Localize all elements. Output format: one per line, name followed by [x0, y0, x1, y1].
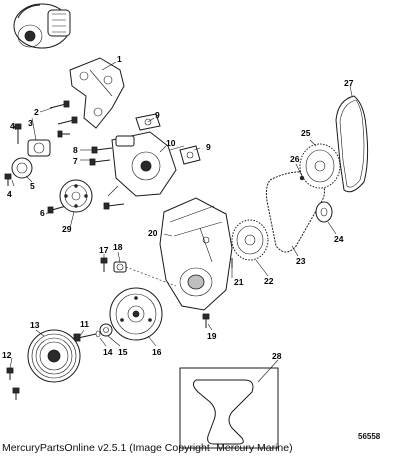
balancer-bolt-stack	[73, 323, 113, 342]
callout-26: 26	[290, 154, 300, 164]
harmonic-balancer	[109, 287, 163, 341]
pump-bolts	[47, 146, 125, 214]
timing-cover	[159, 197, 233, 311]
figure-number: 56558	[358, 432, 381, 441]
callout-20: 20	[148, 228, 158, 238]
callout-13: 13	[30, 320, 40, 330]
callout-10: 10	[166, 138, 176, 148]
callout-3: 3	[28, 118, 33, 128]
callout-19: 19	[207, 331, 217, 341]
copyright-caption: MercuryPartsOnline v2.5.1 (Image Copyrig…	[2, 442, 293, 454]
leader-lines	[9, 61, 353, 383]
bracket-bolts	[49, 100, 78, 125]
callout-24: 24	[334, 234, 344, 244]
small-pulley	[4, 157, 33, 186]
serpentine-belt-box	[179, 367, 279, 449]
callout-9: 9	[155, 110, 160, 120]
callout-29: 29	[62, 224, 72, 234]
callout-9-second: 9	[206, 142, 211, 152]
callout-12: 12	[2, 350, 12, 360]
callout-4: 4	[10, 121, 15, 131]
callout-27: 27	[344, 78, 354, 88]
callout-5: 5	[30, 181, 35, 191]
pump-assembly	[13, 3, 71, 49]
callout-1: 1	[117, 54, 122, 64]
crankshaft-sprocket	[315, 201, 333, 223]
gaskets	[135, 113, 201, 165]
callout-28: 28	[272, 351, 282, 361]
cam-gear	[299, 143, 341, 189]
callout-8: 8	[73, 145, 78, 155]
idler-pulley-assembly	[14, 123, 70, 157]
pulley-bolts	[6, 367, 20, 400]
callout-7: 7	[73, 156, 78, 166]
callout-22: 22	[264, 276, 274, 286]
callout-11: 11	[80, 319, 89, 329]
camshaft-sprocket	[231, 219, 269, 261]
callout-14: 14	[103, 347, 113, 357]
callout-17: 17	[99, 245, 109, 255]
callout-4-second: 4	[7, 189, 12, 199]
callout-16: 16	[152, 347, 162, 357]
callout-21: 21	[234, 277, 244, 287]
callout-23: 23	[296, 256, 306, 266]
callout-labels: 1 2 3 4 4 5 6 7 8 9 9 10 11 12 13 14 15 …	[2, 54, 354, 361]
sensor-and-pins	[100, 257, 233, 328]
callout-18: 18	[113, 242, 123, 252]
water-pump-pulley	[59, 179, 93, 213]
water-pump	[107, 131, 185, 197]
callout-6: 6	[40, 208, 45, 218]
timing-cover-gasket	[335, 95, 369, 193]
crankshaft-pulley	[27, 329, 81, 383]
callout-25: 25	[301, 128, 311, 138]
mounting-bracket	[69, 57, 125, 129]
callout-2: 2	[34, 107, 39, 117]
callout-15: 15	[118, 347, 128, 357]
